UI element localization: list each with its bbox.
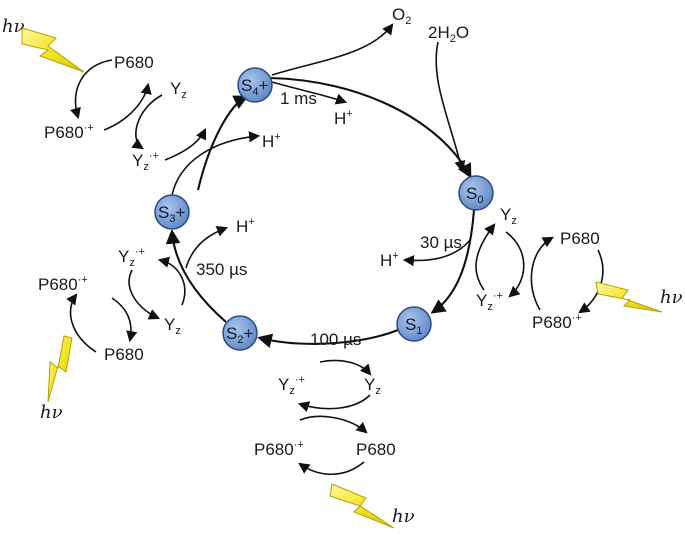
loop-l-ox-to-p680 bbox=[111, 297, 138, 343]
loop-b-yz-to-yzox bbox=[297, 394, 371, 413]
p680-ox-left: P680·+ bbox=[38, 274, 88, 294]
loop-b-s-to-yz bbox=[319, 359, 372, 376]
arrow-s0-proton bbox=[402, 239, 471, 267]
light-bolt-top-left bbox=[21, 27, 85, 73]
arrow-s2-proton bbox=[185, 225, 229, 269]
yz-top-left: Yz bbox=[170, 79, 187, 101]
arrow-s4-proton bbox=[271, 81, 348, 105]
arrow-s3-proton bbox=[171, 131, 261, 196]
proton-s2: H+ bbox=[236, 216, 255, 236]
proton-s0: H+ bbox=[380, 250, 399, 270]
svg-text:S3+: S3+ bbox=[158, 203, 185, 225]
svg-text:S1: S1 bbox=[405, 315, 422, 337]
arrow-s4-to-o2 bbox=[271, 23, 394, 76]
loop-r-yzox-s bbox=[475, 223, 496, 291]
p680-right: P680 bbox=[560, 229, 600, 248]
loop-b-p680-to-ox bbox=[298, 461, 365, 475]
svg-text:S4+: S4+ bbox=[241, 76, 268, 98]
light-label-bottom: hν bbox=[392, 506, 415, 527]
state-node-s4: S4+ bbox=[237, 67, 273, 103]
light-bolt-right bbox=[595, 281, 663, 313]
proton-s3: H+ bbox=[262, 131, 281, 151]
loop-tl-ox-to-yz bbox=[103, 82, 152, 131]
arrow-s4-to-s0 bbox=[269, 76, 472, 179]
proton-s4: H+ bbox=[334, 108, 353, 128]
water-label: 2H2O bbox=[428, 23, 469, 45]
yz-ox-top-left: Yz·+ bbox=[132, 150, 159, 173]
yz-left: Yz bbox=[164, 315, 181, 337]
p680-ox-bottom: P680·+ bbox=[254, 439, 304, 459]
p680-bottom: P680 bbox=[356, 440, 396, 459]
arrow-s2-to-s3 bbox=[165, 229, 227, 323]
state-node-s3: S3+ bbox=[154, 194, 190, 230]
loop-r-p680-to-ox bbox=[578, 249, 604, 314]
state-node-s1: S1 bbox=[396, 306, 432, 342]
loop-l-p680-to-ox bbox=[66, 293, 97, 353]
state-node-s0: S0 bbox=[458, 175, 494, 211]
yz-ox-left: Yz·+ bbox=[118, 246, 145, 269]
light-bolt-left bbox=[47, 335, 73, 403]
loop-tl-yzox-to-s bbox=[164, 127, 207, 161]
light-label-right: hν bbox=[660, 287, 683, 308]
time-s4-s0: 1 ms bbox=[280, 89, 317, 108]
p680-top-left: P680 bbox=[114, 53, 154, 72]
arrow-s3-to-s4 bbox=[196, 95, 249, 191]
state-node-s2: S2+ bbox=[222, 315, 258, 351]
yz-ox-bottom: Yz·+ bbox=[278, 374, 305, 397]
loop-tl-yz-to-yzox bbox=[131, 94, 163, 150]
time-s1-s2: 100 µs bbox=[310, 330, 361, 349]
time-s0-s1: 30 µs bbox=[420, 233, 462, 252]
yz-ox-right: Yz·+ bbox=[476, 290, 503, 313]
loop-l-yz-to-yzox bbox=[157, 256, 186, 306]
yz-right: Yz bbox=[500, 205, 517, 227]
loop-l-yzox-to-yz bbox=[128, 269, 161, 320]
p680-ox-right: P680·+ bbox=[532, 312, 582, 332]
svg-text:S2+: S2+ bbox=[226, 324, 253, 346]
light-label-top-left: hν bbox=[2, 16, 25, 37]
loop-b-yzox-to-p680 bbox=[299, 415, 368, 434]
arrow-s1-to-s2 bbox=[257, 329, 399, 348]
loop-r-yz-to-yzox bbox=[505, 231, 525, 298]
light-label-left: hν bbox=[40, 402, 63, 423]
p680-ox-top-left: P680·+ bbox=[44, 122, 94, 142]
loop-r-ox-to-yz bbox=[530, 236, 554, 311]
light-bolt-bottom bbox=[329, 483, 395, 529]
yz-bottom: Yz bbox=[364, 375, 381, 397]
loop-tl-p680-to-ox bbox=[70, 59, 113, 120]
arrow-s0-to-s1 bbox=[430, 209, 476, 314]
time-s2-s3: 350 µs bbox=[196, 260, 247, 279]
oxygen-label: O2 bbox=[392, 5, 411, 27]
p680-left: P680 bbox=[104, 345, 144, 364]
svg-text:S0: S0 bbox=[466, 184, 483, 206]
arrow-water-in bbox=[435, 41, 466, 173]
